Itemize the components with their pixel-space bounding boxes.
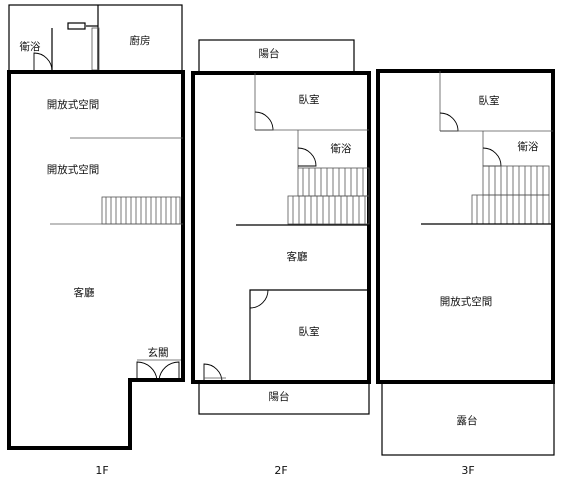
floor-3f-terrace bbox=[381, 382, 555, 456]
floor-3f-bedroom-door bbox=[439, 112, 459, 132]
floor-1f-room-open-space-1: 開放式空間 bbox=[47, 98, 100, 111]
floor-1f-window bbox=[67, 22, 86, 30]
floor-2f-caption: 2F bbox=[274, 464, 287, 477]
floor-1f-room-bath: 衛浴 bbox=[20, 40, 41, 53]
floor-2f-room-bath: 衛浴 bbox=[331, 142, 352, 155]
floor-1f: 衛浴 廚房 開放式空間 開放式空間 客廳 玄關 1F bbox=[7, 4, 185, 477]
floor-3f-room-open-space: 開放式空間 bbox=[440, 295, 493, 308]
floor-1f-stairs bbox=[101, 196, 181, 225]
floor-3f-room-bedroom: 臥室 bbox=[479, 94, 500, 107]
floor-3f-stairs bbox=[471, 165, 550, 225]
floor-2f-lower-bedroom-door bbox=[249, 289, 269, 309]
floor-2f-room-living: 客廳 bbox=[287, 250, 308, 263]
floor-2f-outer-wall bbox=[191, 71, 371, 384]
floor-1f-room-open-space-2: 開放式空間 bbox=[47, 163, 100, 176]
floor-2f-room-balcony-bottom: 陽台 bbox=[269, 390, 290, 403]
floor-3f-bath-door bbox=[482, 147, 502, 167]
floor-1f-caption: 1F bbox=[95, 464, 108, 477]
floor-1f-room-entrance: 玄關 bbox=[148, 346, 169, 359]
floor-1f-bath-door bbox=[33, 52, 53, 72]
floor-3f: 臥室 衛浴 開放式空間 露台 3F bbox=[376, 69, 555, 477]
floor-2f-bedroom-door bbox=[254, 111, 274, 131]
floor-1f-room-kitchen: 廚房 bbox=[130, 34, 151, 47]
floor-2f-room-bedroom-2: 臥室 bbox=[299, 325, 320, 338]
floor-3f-room-terrace: 露台 bbox=[457, 414, 478, 427]
floor-2f-stairs bbox=[287, 167, 370, 225]
floor-2f-bath-door bbox=[297, 147, 317, 167]
floor-3f-outer-wall bbox=[376, 69, 555, 384]
floor-1f-annex-wall bbox=[8, 4, 183, 72]
floor-3f-room-bath: 衛浴 bbox=[518, 140, 539, 153]
floor-2f-balcony-door bbox=[203, 363, 223, 383]
floor-2f-room-balcony-top: 陽台 bbox=[259, 47, 280, 60]
floor-3f-caption: 3F bbox=[461, 464, 474, 477]
floor-1f-outer-wall bbox=[7, 70, 185, 450]
floor-1f-entrance-door bbox=[136, 359, 181, 381]
floor-1f-room-living: 客廳 bbox=[74, 286, 95, 299]
floor-2f-room-bedroom-1: 臥室 bbox=[299, 93, 320, 106]
floor-2f: 陽台 臥室 衛浴 客廳 臥室 陽台 2F bbox=[191, 39, 371, 477]
